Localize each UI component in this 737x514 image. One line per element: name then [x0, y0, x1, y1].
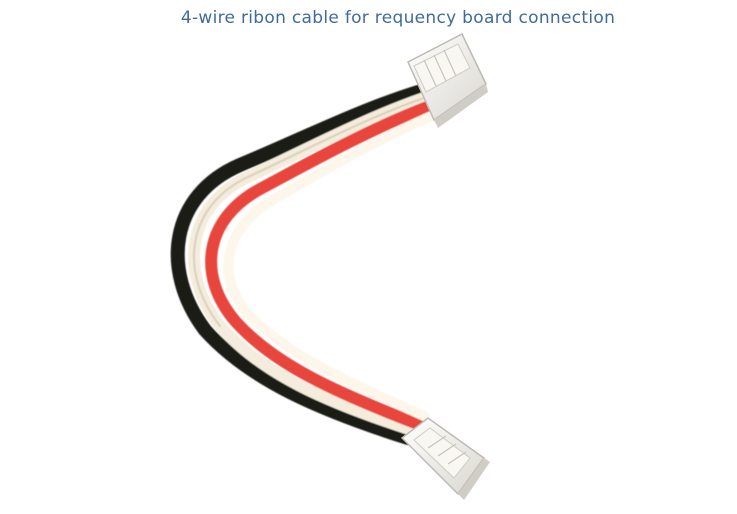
wire-bundle — [170, 85, 441, 445]
connector-bottom — [400, 417, 490, 500]
image-caption: 4-wire ribon cable for requency board co… — [180, 8, 616, 28]
wire-white-2 — [223, 109, 441, 421]
wire-black — [170, 85, 425, 445]
wire-red — [205, 100, 436, 430]
connector-top — [407, 32, 488, 128]
